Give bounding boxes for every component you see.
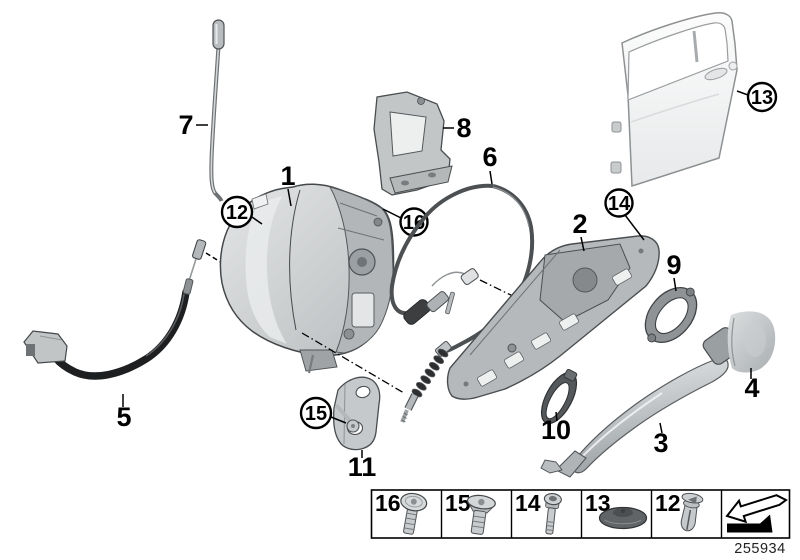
callout-5[interactable]: 5 xyxy=(116,402,131,432)
blind-plug-icon xyxy=(598,506,648,530)
callout-4[interactable]: 4 xyxy=(744,373,759,403)
leader-line xyxy=(301,332,405,394)
fastener-legend: 16 15 xyxy=(370,489,791,539)
callout-9[interactable]: 9 xyxy=(666,250,681,280)
callout-1[interactable]: 1 xyxy=(280,161,295,191)
legend-cell-15[interactable]: 15 xyxy=(445,490,496,536)
lock-rod-illustration xyxy=(209,19,225,202)
pan-head-screw-icon xyxy=(400,492,428,535)
socket-head-screw-icon xyxy=(543,493,562,535)
cable-spring xyxy=(411,348,449,398)
door-lock-illustration xyxy=(219,183,395,374)
legend-cell-arrow xyxy=(725,494,788,533)
leader-line xyxy=(555,411,558,422)
small-gasket-illustration xyxy=(540,368,578,425)
leader-line xyxy=(736,90,749,96)
svg-text:16: 16 xyxy=(403,212,425,234)
callout-10[interactable]: 10 xyxy=(541,415,571,445)
callout-6[interactable]: 6 xyxy=(482,142,497,172)
leader-line xyxy=(659,422,663,434)
legend-number: 15 xyxy=(445,490,471,516)
legend-number: 16 xyxy=(375,490,401,516)
callout-14[interactable]: 14 xyxy=(604,188,634,218)
callout-2[interactable]: 2 xyxy=(572,209,587,239)
legend-cell-14[interactable]: 14 xyxy=(515,490,562,535)
legend-border xyxy=(370,489,791,539)
rear-door-illustration xyxy=(610,12,738,188)
svg-text:14: 14 xyxy=(608,193,631,215)
leader-line xyxy=(251,216,263,225)
svg-text:13: 13 xyxy=(751,87,773,109)
leader-line xyxy=(330,416,347,424)
leader-line xyxy=(205,252,223,264)
callout-13[interactable]: 13 xyxy=(746,81,778,113)
handle-gasket-illustration xyxy=(644,287,698,343)
legend-number: 12 xyxy=(655,490,681,516)
legend-number: 14 xyxy=(515,490,541,516)
leader-line xyxy=(673,277,677,292)
leader-line xyxy=(489,170,493,185)
countersunk-screw-icon xyxy=(466,494,496,535)
leader-line xyxy=(624,214,645,241)
callout-15[interactable]: 15 xyxy=(299,396,333,430)
svg-text:12: 12 xyxy=(226,202,248,224)
callout-12[interactable]: 12 xyxy=(220,195,254,229)
callout-8[interactable]: 8 xyxy=(456,113,471,143)
expanding-rivet-icon xyxy=(680,492,704,532)
doc-number: 255934 xyxy=(734,541,785,557)
striker-bracket-illustration xyxy=(333,376,381,451)
callout-3[interactable]: 3 xyxy=(653,428,668,458)
legend-cell-16[interactable]: 16 xyxy=(375,490,428,536)
handle-end-cap-illustration xyxy=(727,311,776,373)
leader-line xyxy=(382,208,402,219)
handle-carrier-illustration xyxy=(446,235,660,400)
leader-line xyxy=(580,236,585,252)
legend-cell-12[interactable]: 12 xyxy=(655,490,704,533)
leader-line xyxy=(287,188,292,207)
installation-direction-arrow-icon xyxy=(725,494,788,533)
mounting-bracket-illustration xyxy=(373,91,453,196)
bowden-cable-illustration xyxy=(23,239,207,380)
legend-cell-13[interactable]: 13 xyxy=(585,490,648,530)
callout-7[interactable]: 7 xyxy=(178,110,193,140)
callout-16[interactable]: 16 xyxy=(399,207,429,237)
svg-text:15: 15 xyxy=(305,403,327,425)
